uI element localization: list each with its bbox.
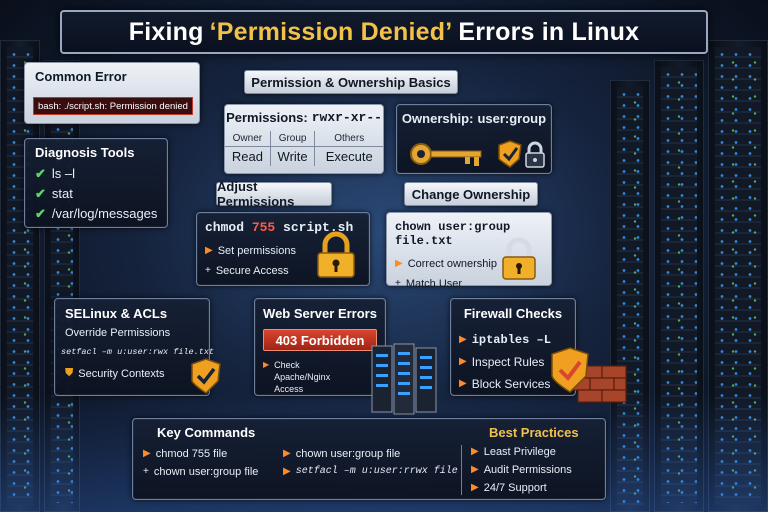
adjust-panel: chmod 755 script.sh ▶ Set permissions + Se…	[196, 212, 370, 286]
best-practice-item: Least Privilege	[483, 446, 556, 458]
chmod-target: script.sh	[283, 220, 354, 235]
diagnosis-heading: Diagnosis Tools	[35, 145, 135, 160]
perm-col-group: Group	[270, 131, 316, 147]
bullet-arrow-icon: ▶	[283, 466, 291, 477]
plus-icon: +	[205, 265, 211, 276]
forbidden-badge: 403 Forbidden	[263, 329, 377, 351]
perm-col-owner: Owner	[225, 131, 271, 147]
firewall-heading: Firewall Checks	[463, 306, 563, 321]
padlock-icon	[502, 237, 536, 280]
adjust-heading: Adjust Permissions	[216, 179, 332, 209]
check-icon: ✔	[35, 166, 46, 181]
change-owner-heading: Change Ownership	[404, 182, 538, 206]
selinux-panel: SELinux & ACLs Override Permissions setf…	[54, 298, 221, 396]
perm-col-others: Others	[314, 131, 383, 147]
selinux-line1: Override Permissions	[65, 327, 171, 339]
server-rack-right-3	[610, 80, 650, 512]
firewall-item: Block Services	[471, 377, 551, 391]
title-prefix: Fixing	[128, 17, 204, 46]
perm-val-execute: Execute	[325, 149, 373, 164]
key-command-item: chown user:group file	[153, 466, 259, 478]
bullet-arrow-icon: ▶	[459, 356, 467, 367]
perm-val-write: Write	[270, 146, 316, 166]
firewall-item: Inspect Rules	[471, 355, 545, 369]
title-highlight: ‘Permission Denied’	[209, 17, 453, 46]
bullet-arrow-icon: ▶	[395, 258, 403, 269]
title-suffix: Errors in Linux	[458, 17, 640, 46]
common-error-heading: Common Error	[35, 69, 127, 84]
bullet-arrow-icon: ▶	[205, 245, 213, 256]
shield-small-icon: ⛊	[65, 367, 74, 379]
ownership-value: user:group	[477, 111, 547, 126]
bullet-arrow-icon: ▶	[471, 482, 479, 493]
bullet-arrow-icon: ▶	[263, 360, 270, 369]
basics-heading: Permission & Ownership Basics	[244, 70, 458, 94]
chown-command: chown user:group file.txt	[395, 220, 511, 248]
chmod-mode: 755	[251, 220, 276, 235]
key-command-item: chmod 755 file	[155, 448, 228, 460]
chmod-command: chmod 755 script.sh	[205, 220, 369, 235]
permissions-label: Permissions:	[226, 110, 308, 125]
change-owner-item: Correct ownership	[407, 258, 497, 270]
common-error-panel: Common Error bash: ./script.sh: Permissi…	[24, 62, 200, 124]
best-practice-item: 24/7 Support	[483, 482, 547, 494]
diagnosis-item: ls –l	[51, 166, 76, 181]
bullet-arrow-icon: ▶	[459, 334, 467, 345]
common-error-message: bash: ./script.sh: Permission denied	[33, 97, 193, 115]
ownership-panel: Ownership: user:group	[396, 104, 552, 174]
plus-icon: +	[395, 278, 401, 289]
page-title: Fixing ‘Permission Denied’ Errors in Lin…	[60, 10, 708, 54]
firewall-item: iptables –L	[471, 333, 551, 347]
webserver-panel: Web Server Errors 403 Forbidden ▶ Check …	[254, 298, 386, 396]
key-command-item: chown user:group file	[295, 448, 401, 460]
key-icon	[410, 143, 482, 166]
diagnosis-item: stat	[51, 186, 73, 201]
setfacl-command: setfacl –m u:user:rwx file.txt	[61, 347, 215, 357]
check-icon: ✔	[35, 206, 46, 221]
shield-icon	[191, 358, 221, 394]
best-practices-heading: Best Practices	[489, 425, 579, 440]
diagnosis-item: /var/log/messages	[51, 206, 158, 221]
diagnosis-tools-panel: Diagnosis Tools ✔ ls –l ✔ stat ✔ /var/log/m…	[24, 138, 168, 228]
ownership-label: Ownership:	[401, 111, 474, 126]
summary-panel: Key Commands Best Practices ▶ chmod 755 f…	[132, 418, 606, 500]
server-rack-right-2	[654, 60, 704, 512]
lock-icon	[525, 141, 545, 168]
permissions-value: rwxr-xr--	[311, 110, 382, 125]
padlock-icon	[317, 231, 355, 278]
bullet-arrow-icon: ▶	[143, 448, 151, 459]
bullet-arrow-icon: ▶	[471, 446, 479, 457]
best-practice-item: Audit Permissions	[483, 464, 572, 476]
check-icon: ✔	[35, 186, 46, 201]
bullet-arrow-icon: ▶	[471, 464, 479, 475]
summary-divider	[461, 445, 462, 495]
adjust-item: Set permissions	[217, 245, 296, 257]
webserver-note: Check Apache/Nginx Access	[274, 360, 331, 394]
server-rack-right-1	[708, 40, 768, 512]
selinux-heading: SELinux & ACLs	[65, 306, 168, 321]
permissions-table: Owner Group Others Read Write Execute	[225, 131, 383, 166]
shield-icon	[498, 140, 522, 168]
key-commands-heading: Key Commands	[157, 425, 256, 440]
change-owner-panel: chown user:group file.txt ▶ Correct owner…	[386, 212, 552, 290]
firewall-brick-icon	[551, 347, 627, 403]
plus-icon: +	[143, 466, 149, 477]
key-command-item: setfacl –m u:user:rrwx file	[295, 466, 458, 477]
change-owner-item: Match User	[405, 278, 463, 290]
bullet-arrow-icon: ▶	[283, 448, 291, 459]
adjust-item: Secure Access	[215, 265, 289, 277]
permissions-panel: Permissions: rwxr-xr-- Owner Group Other…	[224, 104, 384, 174]
bullet-arrow-icon: ▶	[459, 378, 467, 389]
server-icon	[371, 343, 437, 415]
selinux-line3: Security Contexts	[78, 367, 165, 380]
chmod-cmd: chmod	[205, 220, 245, 235]
perm-val-read: Read	[225, 146, 271, 166]
webserver-heading: Web Server Errors	[263, 306, 377, 321]
